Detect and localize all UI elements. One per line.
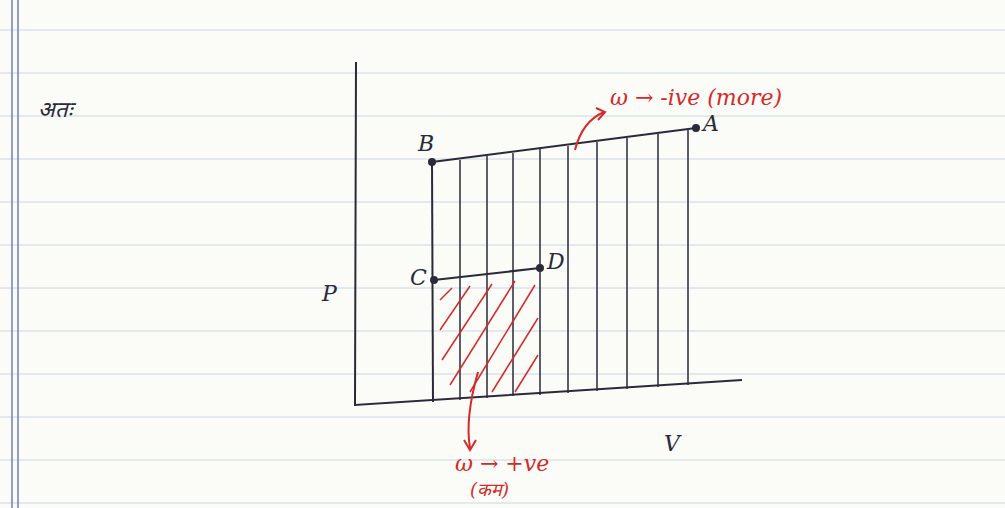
work-note: (कम) bbox=[470, 480, 509, 500]
point-label: C bbox=[410, 266, 427, 290]
ruled-lines bbox=[0, 30, 1005, 503]
heading-note: अतः bbox=[38, 98, 72, 122]
axis-label: V bbox=[664, 432, 680, 456]
area-hatching bbox=[460, 130, 688, 400]
point-label: B bbox=[418, 132, 434, 156]
margin-lines bbox=[12, 0, 18, 508]
red-arrows bbox=[464, 108, 605, 450]
point-label: D bbox=[547, 250, 565, 274]
work-note: ω → -ive (more) bbox=[610, 86, 782, 110]
process-lines bbox=[429, 125, 699, 402]
axis-label: P bbox=[322, 282, 337, 306]
axes bbox=[355, 62, 742, 405]
red-hatching bbox=[440, 281, 538, 392]
point-label: A bbox=[703, 112, 719, 136]
work-note: ω → +ve bbox=[455, 452, 549, 476]
